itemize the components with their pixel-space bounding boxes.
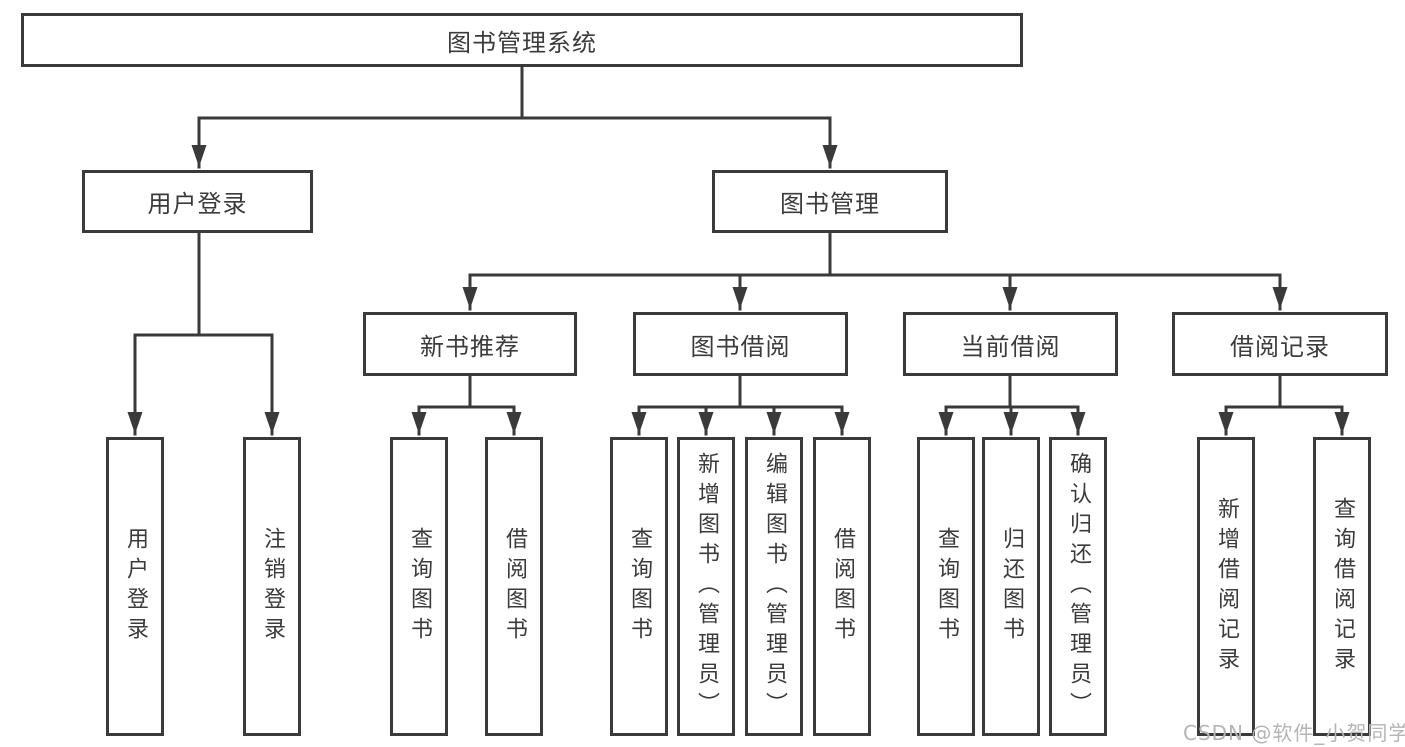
leaf-query-books-recommend-label: 查询图书	[407, 526, 432, 647]
root-node-label: 图书管理系统	[447, 28, 597, 57]
leaf-borrow-books-borrowing-label: 借阅图书	[830, 526, 855, 647]
leaf-edit-book-admin-label: 编辑图书（管理员）	[762, 451, 787, 722]
leaf-edit-book-admin: 编辑图书（管理员）	[745, 437, 803, 736]
leaf-borrow-books-borrowing: 借阅图书	[813, 437, 871, 736]
csdn-watermark: CSDN @软件_小贺同学	[1183, 721, 1405, 745]
group-book-borrowing-label: 图书借阅	[690, 332, 791, 361]
group-borrowing-records: 借阅记录	[1172, 312, 1388, 376]
leaf-confirm-return-admin-label: 确认归还（管理员）	[1066, 451, 1091, 722]
leaf-query-borrow-record-label: 查询借阅记录	[1330, 496, 1355, 677]
leaf-add-borrow-record: 新增借阅记录	[1197, 437, 1255, 736]
connector-borrowing-records	[1218, 374, 1350, 436]
leaf-logout-label: 注销登录	[260, 526, 285, 647]
group-book-borrowing: 图书借阅	[633, 312, 848, 376]
leaf-query-books-borrowing: 查询图书	[610, 437, 668, 736]
group-new-book-recommendation: 新书推荐	[363, 312, 577, 376]
branch-user-login: 用户登录	[82, 170, 313, 233]
branch-user-login-label: 用户登录	[147, 190, 248, 218]
leaf-add-book-admin: 新增图书（管理员）	[677, 437, 735, 736]
leaf-user-login-label: 用户登录	[123, 526, 148, 647]
leaf-query-books-borrowing-label: 查询图书	[627, 526, 652, 647]
leaf-query-books-current: 查询图书	[917, 437, 975, 736]
leaf-return-book: 归还图书	[982, 437, 1040, 736]
connector-root	[191, 65, 838, 169]
group-new-book-recommendation-label: 新书推荐	[420, 332, 520, 361]
leaf-query-books-recommend: 查询图书	[390, 437, 448, 736]
root-node-library-management-system: 图书管理系统	[21, 13, 1023, 67]
connector-current-borrowing	[938, 374, 1086, 436]
leaf-user-login: 用户登录	[106, 437, 164, 736]
connector-book-borrowing	[631, 374, 850, 436]
branch-book-management-label: 图书管理	[780, 190, 880, 218]
leaf-confirm-return-admin: 确认归还（管理员）	[1049, 437, 1107, 736]
group-borrowing-records-label: 借阅记录	[1230, 332, 1330, 361]
group-current-borrowing: 当前借阅	[903, 312, 1118, 376]
leaf-query-borrow-record: 查询借阅记录	[1313, 437, 1371, 736]
leaf-logout: 注销登录	[243, 437, 301, 736]
group-current-borrowing-label: 当前借阅	[960, 332, 1061, 361]
connector-new-book-recommendation	[411, 374, 522, 436]
leaf-query-books-current-label: 查询图书	[934, 526, 959, 647]
leaf-borrow-books-recommend: 借阅图书	[485, 437, 543, 736]
leaf-add-book-admin-label: 新增图书（管理员）	[694, 451, 719, 722]
leaf-return-book-label: 归还图书	[999, 526, 1024, 647]
leaf-add-borrow-record-label: 新增借阅记录	[1214, 496, 1239, 677]
leaf-borrow-books-recommend-label: 借阅图书	[502, 526, 527, 647]
branch-book-management: 图书管理	[712, 170, 948, 233]
connector-user-login	[127, 231, 280, 436]
connector-book-management	[462, 231, 1288, 311]
